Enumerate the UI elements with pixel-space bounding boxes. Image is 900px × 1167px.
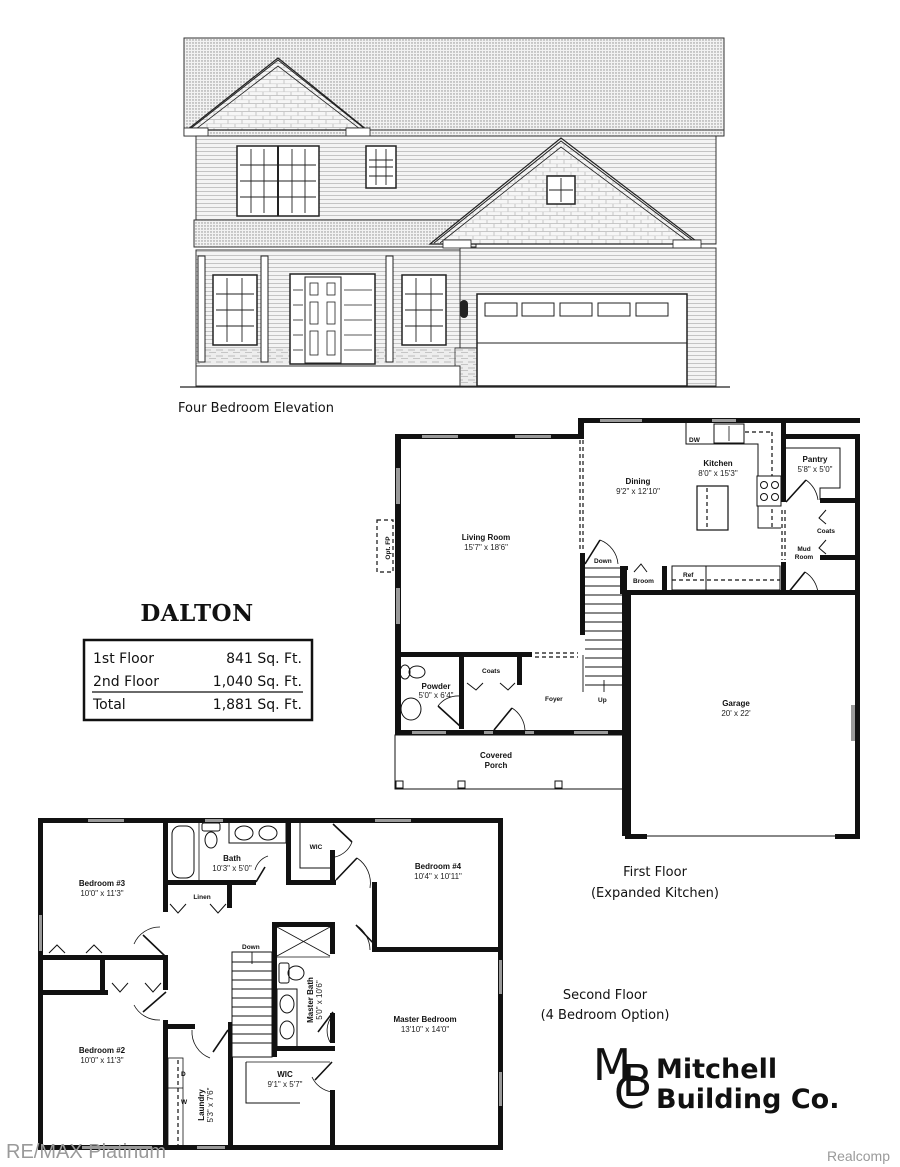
kitchen-label: Kitchen — [703, 459, 732, 468]
dishwasher-label: DW — [689, 437, 701, 444]
sqft-row-label: 2nd Floor — [93, 674, 159, 690]
stairs-down-label: Down — [594, 558, 612, 565]
elevation-caption: Four Bedroom Elevation — [178, 401, 334, 416]
logo-monogram-c: C — [614, 1068, 645, 1119]
master-bath-dimensions: 5'0" x 10'6" — [315, 980, 324, 1020]
bedroom-3-label: Bedroom #3 — [79, 879, 126, 888]
logo-monogram-b: B — [622, 1056, 652, 1107]
refrigerator-label: Ref — [683, 572, 694, 579]
bedroom-3-dimensions: 10'0" x 11'3" — [80, 889, 123, 898]
mud-room-label: Room — [795, 554, 814, 561]
logo-line-1: Mitchell — [656, 1054, 777, 1085]
garage-dimensions: 20' x 22' — [721, 709, 751, 718]
washer-label: W — [181, 1099, 188, 1106]
kitchen-dimensions: 8'0" x 15'3" — [698, 469, 738, 478]
powder-room-dimensions: 5'0" x 6'4" — [419, 691, 454, 700]
broom-closet-label: Broom — [633, 578, 654, 585]
mud-coats-label: Coats — [817, 528, 835, 535]
second-floor-caption: Second Floor — [563, 988, 648, 1003]
pantry-dimensions: 5'8" x 5'0" — [798, 465, 833, 474]
garage-label: Garage — [722, 699, 750, 708]
living-room-dimensions: 15'7" x 18'6" — [464, 543, 508, 552]
front-elevation-drawing — [180, 37, 730, 388]
first-floor-subcaption: (Expanded Kitchen) — [591, 886, 719, 901]
realcomp-watermark: Realcomp — [827, 1148, 890, 1164]
powder-room-label: Powder — [422, 682, 451, 691]
bath-dimensions: 10'3" x 5'0" — [212, 864, 252, 873]
mud-room-label: Mud — [797, 546, 810, 553]
dryer-label: D — [181, 1071, 186, 1078]
first-floor-caption: First Floor — [623, 865, 687, 880]
linen-closet-label: Linen — [193, 894, 210, 901]
master-bath-label: Master Bath — [306, 977, 315, 1023]
square-footage-table: 1st Floor 841 Sq. Ft. 2nd Floor 1,040 Sq… — [82, 638, 314, 722]
logo-monogram-m: M — [593, 1040, 631, 1091]
covered-porch-label: Porch — [485, 761, 508, 770]
master-bedroom-label: Master Bedroom — [393, 1015, 456, 1024]
laundry-label: Laundry — [197, 1089, 206, 1121]
sqft-row-label: 1st Floor — [93, 651, 154, 667]
foyer-label: Foyer — [545, 696, 563, 703]
first-floor-plan: Opt. FP — [376, 418, 860, 839]
builder-logo: M B C Mitchell Building Co. — [593, 1040, 839, 1119]
remax-watermark: RE/MAX Platinum — [6, 1141, 166, 1163]
walk-in-closet-label: WIC — [310, 844, 323, 851]
dining-dimensions: 9'2" x 12'10" — [616, 487, 660, 496]
sqft-total-value: 1,881 Sq. Ft. — [213, 697, 302, 713]
sqft-row-value: 841 Sq. Ft. — [226, 651, 302, 667]
bedroom-4-label: Bedroom #4 — [415, 862, 462, 871]
living-room-label: Living Room — [462, 533, 510, 542]
sqft-total-label: Total — [92, 697, 126, 713]
pantry-label: Pantry — [803, 455, 828, 464]
second-floor-subcaption: (4 Bedroom Option) — [541, 1008, 670, 1023]
covered-porch-label: Covered — [480, 751, 512, 760]
bath-label: Bath — [223, 854, 241, 863]
master-wic-dimensions: 9'1" x 5'7" — [268, 1080, 303, 1089]
master-wic-label: WIC — [277, 1070, 293, 1079]
master-bedroom-dimensions: 13'10" x 14'0" — [401, 1025, 449, 1034]
logo-line-2: Building Co. — [656, 1084, 839, 1115]
bedroom-2-label: Bedroom #2 — [79, 1046, 126, 1055]
second-floor-plan: D W Down — [38, 818, 503, 1150]
bedroom-2-dimensions: 10'0" x 11'3" — [80, 1056, 123, 1065]
sqft-row-value: 1,040 Sq. Ft. — [213, 674, 302, 690]
foyer-coats-label: Coats — [482, 668, 500, 675]
plan-title: DALTON — [140, 600, 253, 627]
second-floor-stairs-down-label: Down — [242, 944, 260, 951]
laundry-dimensions: 5'3" x 7'6" — [206, 1087, 215, 1122]
dining-label: Dining — [626, 477, 651, 486]
bedroom-4-dimensions: 10'4" x 10'11" — [414, 872, 462, 881]
stairs-up-label: Up — [598, 697, 607, 704]
optional-fireplace-label: Opt. FP — [385, 536, 392, 560]
